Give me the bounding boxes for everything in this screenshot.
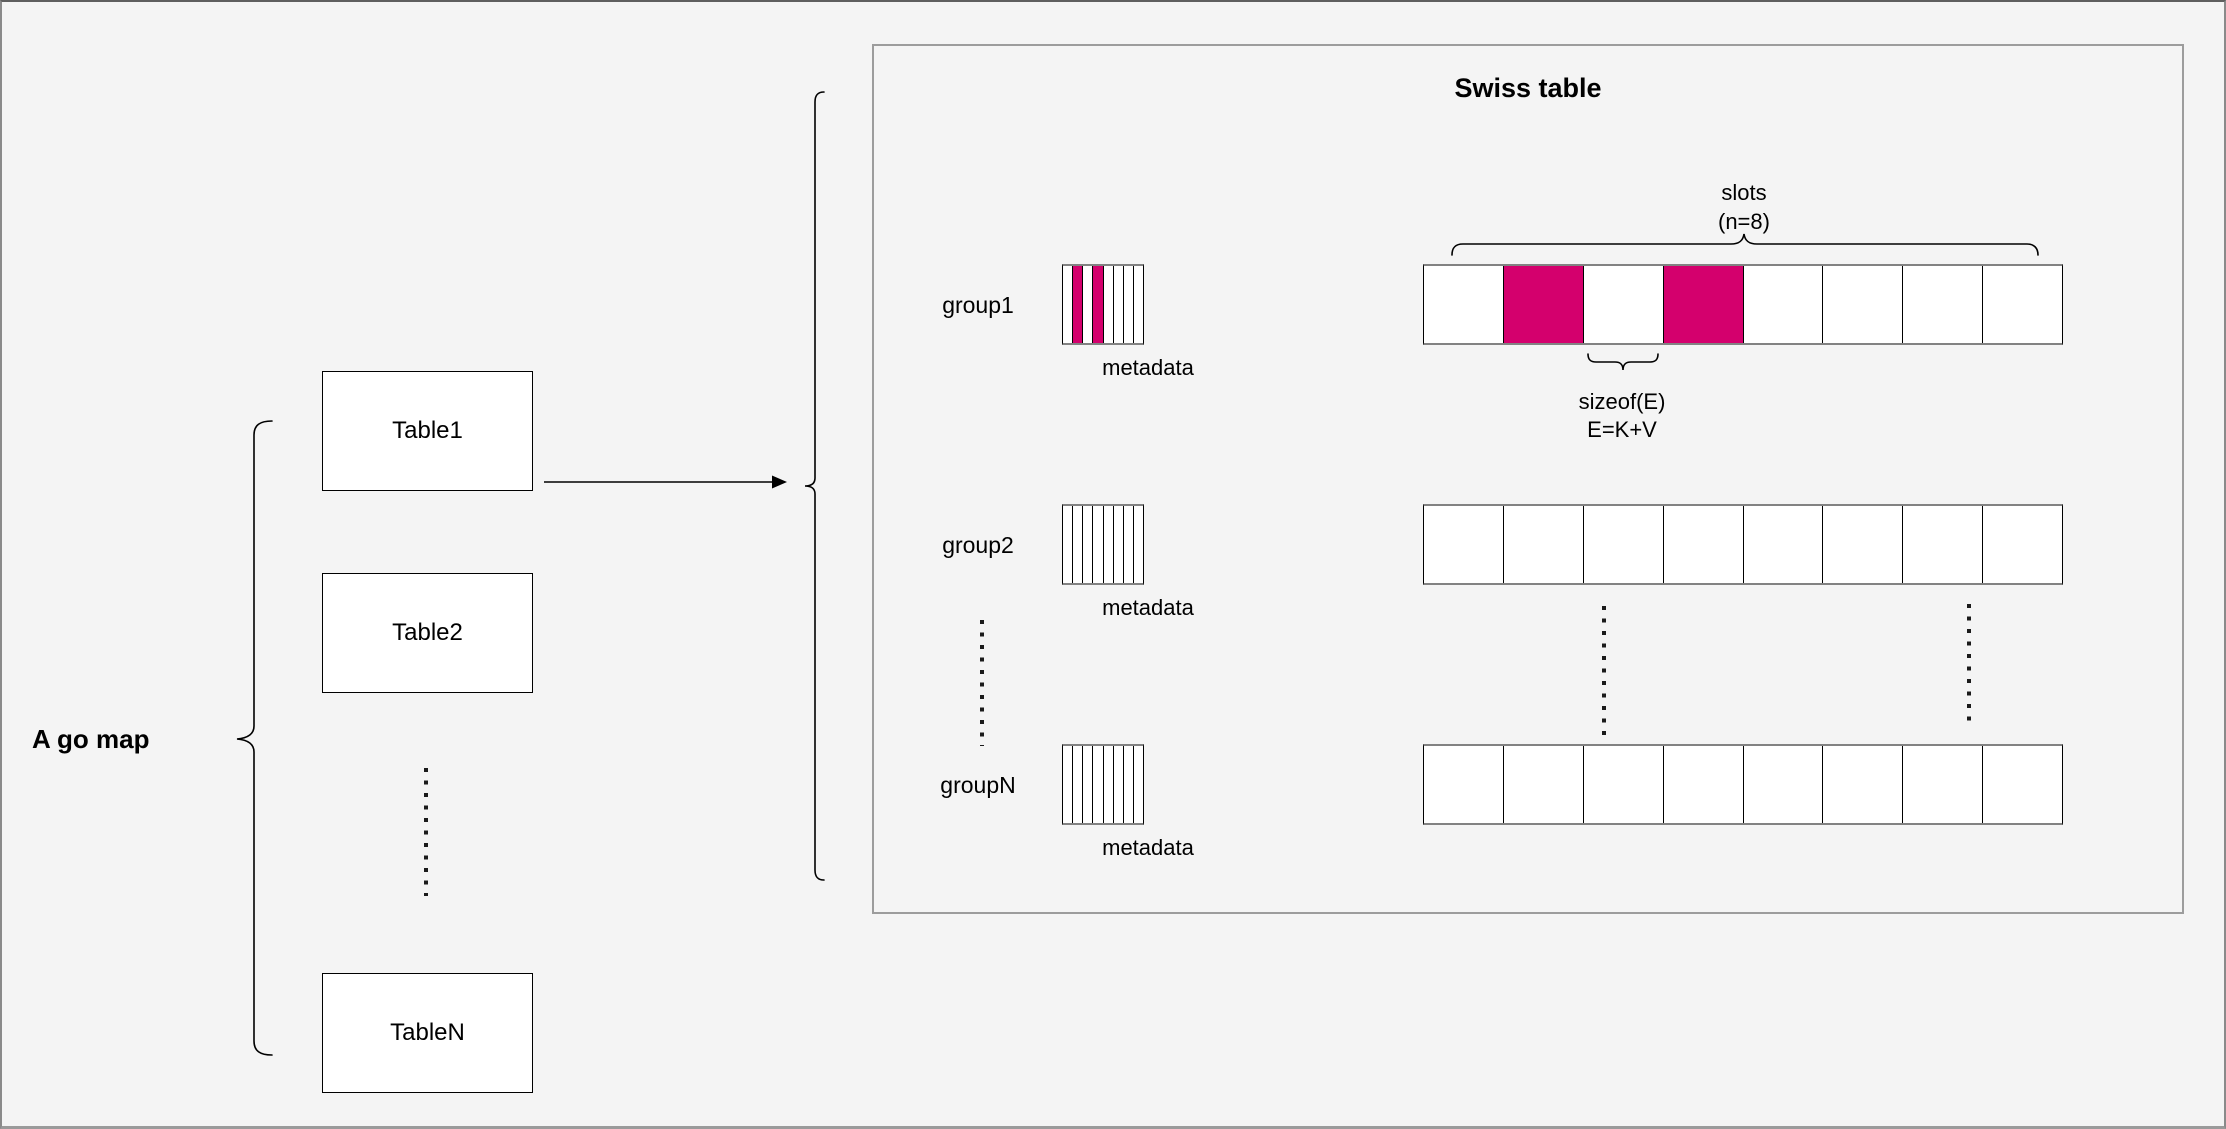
slot-cell xyxy=(1822,746,1903,823)
metadata-stripe xyxy=(1072,506,1083,583)
table2-label: Table2 xyxy=(392,619,463,646)
groupN-label: groupN xyxy=(940,772,1016,798)
table1-label: Table1 xyxy=(392,417,463,444)
swiss-table-panel xyxy=(872,44,2184,914)
metadata-stripe xyxy=(1132,266,1143,343)
group1-label: group1 xyxy=(942,292,1014,318)
table2-box: Table2 xyxy=(322,573,533,693)
metadata-stripe xyxy=(1072,746,1083,823)
metadata-stripe-occupied xyxy=(1092,266,1103,343)
metadata-stripe xyxy=(1102,506,1113,583)
metadata-stripe xyxy=(1122,746,1133,823)
metadata-stripe xyxy=(1082,506,1093,583)
sizeof-annotation-line1: sizeof(E) xyxy=(1578,389,1666,414)
group-row: groupN metadata xyxy=(2,744,2224,860)
slot-cell-occupied xyxy=(1662,266,1743,343)
metadata-stripe xyxy=(1092,746,1103,823)
metadata-stripe xyxy=(1122,266,1133,343)
slot-cell xyxy=(1502,506,1583,583)
metadata-stripe xyxy=(1063,266,1073,343)
slot-cell xyxy=(1742,506,1823,583)
slots-annotation: slots (n=8) xyxy=(1594,178,1894,236)
slot-cell xyxy=(1742,746,1823,823)
swiss-table-title: Swiss table xyxy=(1454,73,1602,103)
group-row: group1 metadata xyxy=(2,264,2224,380)
slot-cell xyxy=(1582,266,1663,343)
slot-cell xyxy=(1742,266,1823,343)
metadata-stripe-occupied xyxy=(1072,266,1083,343)
metadata-stripe xyxy=(1112,506,1123,583)
slots-row xyxy=(1423,744,2063,825)
slot-cell xyxy=(1424,266,1503,343)
table1-box: Table1 xyxy=(322,371,533,491)
slot-cell xyxy=(1982,746,2062,823)
sizeof-annotation-line2: E=K+V xyxy=(1587,417,1657,442)
slots-annotation-line1: slots xyxy=(1721,180,1767,205)
metadata-stripe xyxy=(1112,266,1123,343)
slots-annotation-line2: (n=8) xyxy=(1718,209,1770,234)
groups-ellipsis-dots xyxy=(980,620,984,746)
sizeof-annotation: sizeof(E) E=K+V xyxy=(1472,388,1772,444)
slots-row xyxy=(1423,504,2063,585)
slot-cell xyxy=(1502,746,1583,823)
table1-to-swiss-arrow xyxy=(544,475,787,489)
slot-cell xyxy=(1662,746,1743,823)
group-row: group2 metadata xyxy=(2,504,2224,620)
slot-cell xyxy=(1822,506,1903,583)
slot-cell xyxy=(1982,506,2062,583)
swiss-table-brace xyxy=(804,91,825,881)
slots-brace xyxy=(1451,233,2039,256)
metadata-caption: metadata xyxy=(1102,595,1194,620)
metadata-stripe xyxy=(1132,506,1143,583)
metadata-stripe xyxy=(1082,266,1093,343)
metadata-stripe xyxy=(1063,746,1073,823)
slot-cell xyxy=(1662,506,1743,583)
go-map-label: A go map xyxy=(32,724,150,754)
sizeof-brace xyxy=(1587,353,1659,371)
metadata-caption: metadata xyxy=(1102,355,1194,380)
slot-cell-occupied xyxy=(1502,266,1583,343)
slots-ellipsis-dots-left xyxy=(1602,606,1606,737)
tables-ellipsis-dots xyxy=(424,768,428,896)
tableN-box: TableN xyxy=(322,973,533,1093)
group2-label: group2 xyxy=(942,532,1014,558)
metadata-stripe xyxy=(1063,506,1073,583)
slot-cell xyxy=(1582,506,1663,583)
go-map-brace xyxy=(236,420,273,1056)
metadata-box xyxy=(1062,264,1144,345)
metadata-stripe xyxy=(1082,746,1093,823)
metadata-caption: metadata xyxy=(1102,835,1194,860)
metadata-stripe xyxy=(1132,746,1143,823)
tableN-label: TableN xyxy=(390,1019,465,1046)
slot-cell xyxy=(1902,266,1983,343)
slot-cell xyxy=(1982,266,2062,343)
slot-cell xyxy=(1822,266,1903,343)
metadata-box xyxy=(1062,504,1144,585)
metadata-stripe xyxy=(1122,506,1133,583)
metadata-stripe xyxy=(1112,746,1123,823)
metadata-stripe xyxy=(1102,746,1113,823)
metadata-stripe xyxy=(1102,266,1113,343)
slots-ellipsis-dots-right xyxy=(1967,604,1971,726)
slot-cell xyxy=(1424,746,1503,823)
slot-cell xyxy=(1582,746,1663,823)
metadata-stripe xyxy=(1092,506,1103,583)
slot-cell xyxy=(1902,506,1983,583)
slot-cell xyxy=(1902,746,1983,823)
metadata-box xyxy=(1062,744,1144,825)
slots-row xyxy=(1423,264,2063,345)
slot-cell xyxy=(1424,506,1503,583)
